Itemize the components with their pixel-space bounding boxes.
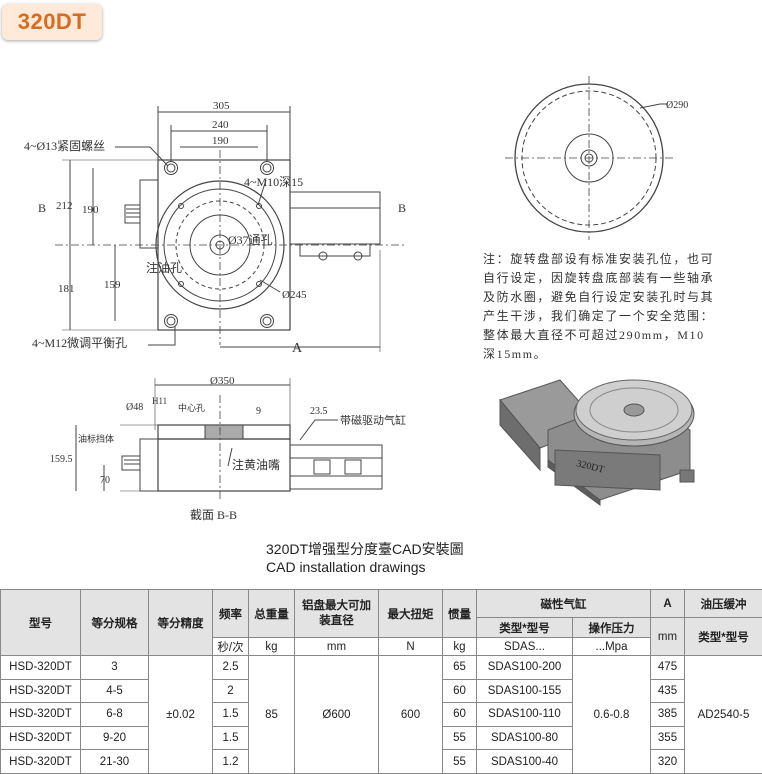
table-row: HSD-320DT 21-30 1.2 55 SDAS100-40 320 — [0, 749, 762, 774]
dim-245: Ø245 — [282, 289, 307, 301]
merged-pressure: 0.6-0.8 — [572, 655, 651, 774]
label-grease-nipple: 注黄油嘴 — [232, 457, 280, 472]
th-divisions: 等分规格 — [80, 589, 149, 656]
label-a: A — [292, 341, 303, 356]
dim-70: 70 — [100, 475, 110, 486]
unit-diameter: mm — [294, 637, 379, 656]
unit-torque: N — [378, 637, 443, 656]
th-model: 型号 — [0, 589, 81, 656]
label-b-right: B — [398, 201, 406, 215]
merged-weight: 85 — [248, 655, 295, 774]
merged-precision: ±0.02 — [148, 655, 213, 774]
th-a: A — [650, 589, 685, 618]
label-b-left: B — [38, 201, 46, 215]
dim-through-hole: Ø37通孔 — [228, 233, 273, 247]
th-a-unit: mm — [650, 617, 685, 656]
dim-190: 190 — [212, 135, 229, 147]
merged-torque: 600 — [378, 655, 443, 774]
label-section-bb: 截面 B-B — [190, 508, 237, 522]
th-cyl-type: 类型*型号 — [476, 617, 573, 638]
unit-pressure: ...Mpa — [572, 637, 651, 656]
th-weight: 总重量 — [248, 589, 295, 638]
dim-305: 305 — [213, 100, 230, 112]
unit-frequency: 秒/次 — [212, 637, 249, 656]
dim-181: 181 — [58, 283, 75, 295]
installation-note: 注：旋转盘部设有标准安装孔位，也可自行设定，因旋转盘底部装有一些轴承及防水圈，避… — [483, 252, 715, 361]
product-render — [499, 379, 695, 506]
th-buffer: 油压缓冲 — [684, 589, 762, 618]
label-fixing-screw: 4~Ø13紧固螺丝 — [24, 139, 105, 153]
unit-inertia: kg — [442, 637, 477, 656]
label-oil-hole: 注油孔 — [146, 260, 182, 275]
model-badge: 320DT — [2, 4, 102, 40]
label-balance-hole: 4~M12微调平衡孔 — [32, 336, 127, 350]
th-cyl-pressure: 操作压力 — [572, 617, 651, 638]
th-frequency: 频率 — [212, 589, 249, 638]
dim-212: 212 — [56, 200, 73, 212]
th-inertia: 惯量 — [442, 589, 477, 638]
caption: 320DT增强型分度臺CAD安裝圖 CAD installation drawi… — [266, 540, 464, 576]
th-buffer-type: 类型*型号 — [684, 617, 762, 656]
th-diameter: 铝盘最大可加装直径 — [294, 589, 379, 638]
th-precision: 等分精度 — [148, 589, 213, 656]
label-m10: 4~M10深15 — [244, 175, 303, 189]
dim-350: Ø350 — [210, 375, 235, 387]
merged-diameter: Ø600 — [294, 655, 379, 774]
table-row: HSD-320DT 3 ±0.02 2.5 85 Ø600 600 65 SDA… — [0, 655, 762, 774]
label-oil-gauge: 油标挡体 — [78, 433, 114, 444]
label-magnetic-cylinder: 带磁驱动气缸 — [340, 413, 406, 427]
dim-159: 159 — [104, 279, 121, 291]
dim-48: Ø48 — [126, 402, 143, 413]
dim-9: 9 — [256, 406, 261, 417]
table-row: HSD-320DT 4-5 2 60 SDAS100-155 435 — [0, 678, 762, 704]
th-torque: 最大扭矩 — [378, 589, 443, 638]
dim-h11: H11 — [152, 396, 167, 406]
dim-240: 240 — [212, 119, 229, 131]
dim-159-5: 159.5 — [50, 454, 73, 465]
unit-cylinder: SDAS... — [476, 637, 573, 656]
caption-en: CAD installation drawings — [266, 559, 426, 575]
unit-weight: kg — [248, 637, 295, 656]
cylinder-body — [289, 191, 381, 245]
dim-290: Ø290 — [666, 100, 688, 111]
dim-23-5: 23.5 — [310, 406, 328, 417]
cad-drawing: 305 240 190 212 190 181 159 Ø245 Ø37通孔 4… — [24, 76, 695, 522]
th-cylinder: 磁性气缸 — [476, 589, 651, 618]
spec-table: 型号 等分规格 等分精度 频率 总重量 铝盘最大可加装直径 最大扭矩 惯量 磁性… — [0, 589, 762, 774]
dim-190-v: 190 — [82, 204, 99, 216]
merged-buffer: AD2540-5 — [684, 655, 762, 774]
table-row: HSD-320DT 6-8 1.5 60 SDAS100-110 385 — [0, 702, 762, 727]
model-badge-label: 320DT — [17, 9, 87, 34]
label-center-hole: 中心孔 — [178, 402, 205, 413]
caption-zh: 320DT增强型分度臺CAD安裝圖 — [266, 541, 464, 557]
